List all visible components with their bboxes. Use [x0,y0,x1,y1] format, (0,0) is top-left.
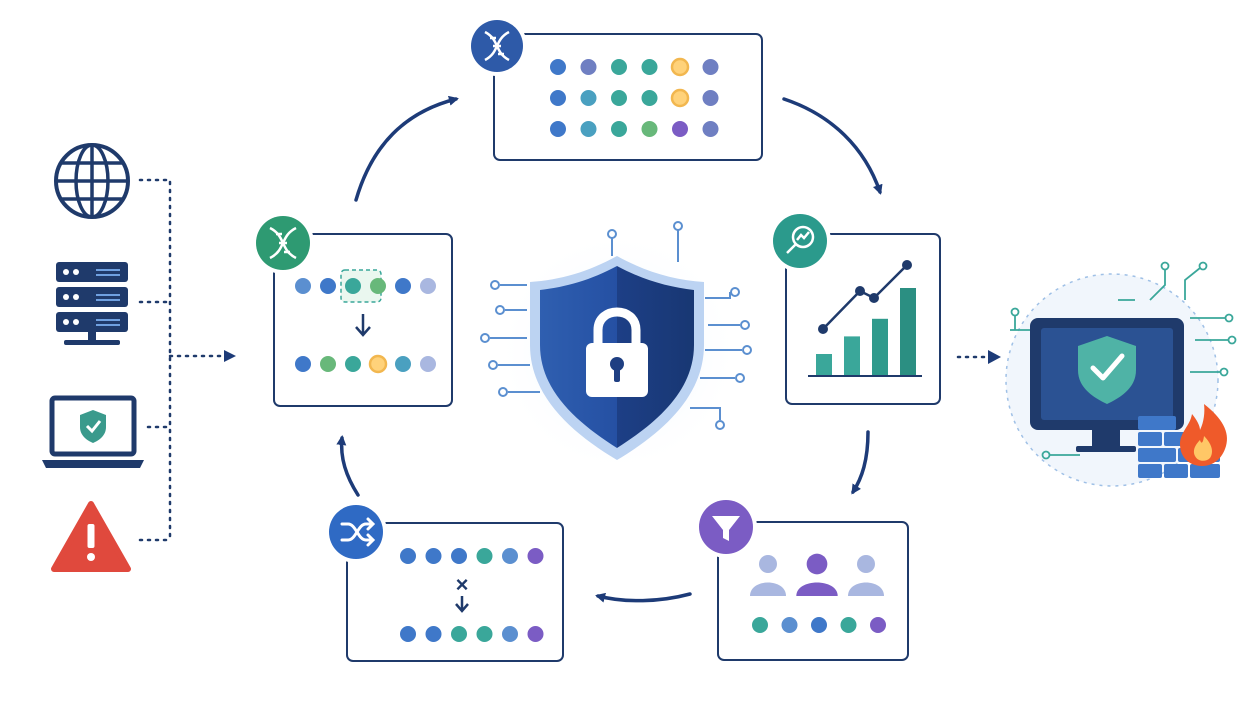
mutation-badge [252,212,314,274]
gene-dot [702,121,719,137]
gene-dot [295,356,311,372]
gene-dot [400,548,416,564]
mutation-chromosomes [295,269,436,374]
population-box [493,33,763,161]
arrow-selection-to-crossover [595,592,692,603]
crossover-chromosomes [400,548,544,642]
globe-icon [54,143,130,219]
fitness-bar [816,354,832,376]
gene-dot [580,90,597,106]
gene-dot [370,278,386,294]
fitness-bar [872,318,888,376]
mutation-down-arrow [355,314,371,337]
evaluation-badge [769,210,831,272]
gene-dot [476,548,493,564]
arrow-crossover-to-mutation [336,435,360,497]
gene-dot [702,90,719,106]
output-arrow [988,350,1001,364]
trend-point [855,286,865,296]
gene-dot [550,59,566,75]
gene-dot [580,121,597,137]
fitness-bar [844,336,860,376]
population-chromosomes [550,57,719,137]
source-input-arrow [224,350,236,362]
gene-dot [295,278,311,294]
gene-dot [641,59,658,75]
gene-dot [400,626,416,642]
fire-icon [1180,404,1228,466]
trend-point [869,293,879,303]
trend-point [902,260,912,270]
funnel-icon [712,516,740,541]
population-badge [467,16,527,76]
gene-dot [811,617,827,633]
fitness-trend-line [822,264,908,330]
gene-dot [752,617,768,633]
selection-badge [695,496,757,558]
gene-dot [670,88,690,108]
gene-dot [611,121,627,137]
gene-dot [702,59,719,75]
arrow-mutation-to-population [354,95,459,202]
gene-dot [420,278,436,294]
gene-dot [395,356,411,372]
gene-dot [672,121,688,137]
gene-dot [527,626,544,642]
fitness-bar [900,288,916,376]
gene-dot [395,278,411,294]
monitor-shield-firewall-icon [1005,261,1237,487]
gene-dot [611,90,627,106]
dna-icon [484,30,510,62]
gene-dot [420,356,436,372]
gene-dot [580,59,597,75]
gene-dot [641,90,658,106]
trend-point [818,324,828,334]
gene-dot [840,617,857,633]
source-connectors [138,178,226,542]
gene-dot [781,617,798,633]
gene-dot [670,57,690,77]
gene-dot [870,617,886,633]
arrow-population-to-evaluation [782,97,883,195]
gene-dot [527,548,544,564]
selection-individuals [750,553,886,633]
dna-icon [269,226,297,260]
crossover-symbol: × [456,572,469,597]
gene-dot [425,626,442,642]
gene-dot [476,626,493,642]
central-shield [480,221,752,474]
arrow-evaluation-to-selection [851,430,870,495]
person-icon [796,553,838,596]
gene-dot [611,59,627,75]
server-icon [56,262,128,345]
warning-icon [51,501,131,572]
person-icon [750,555,786,596]
gene-dot [345,278,361,294]
gene-dot [550,121,566,137]
gene-dot [451,548,467,564]
crossover-badge [325,501,387,563]
gene-dot [320,278,336,294]
fitness-chart [808,260,922,377]
gene-dot [320,356,336,372]
gene-dot [502,626,518,642]
gene-dot [502,548,518,564]
gene-dot [550,90,566,106]
crossover-down-arrow [455,596,469,613]
cycle-arrows [336,95,883,603]
shuffle-icon [340,517,376,547]
gene-dot [641,121,658,137]
gene-dot [368,354,388,374]
gene-dot [425,548,442,564]
person-icon [848,555,884,596]
gene-dot [451,626,467,642]
gene-dot [345,356,361,372]
chart-search-icon [786,225,815,254]
laptop-shield-icon [42,395,144,468]
